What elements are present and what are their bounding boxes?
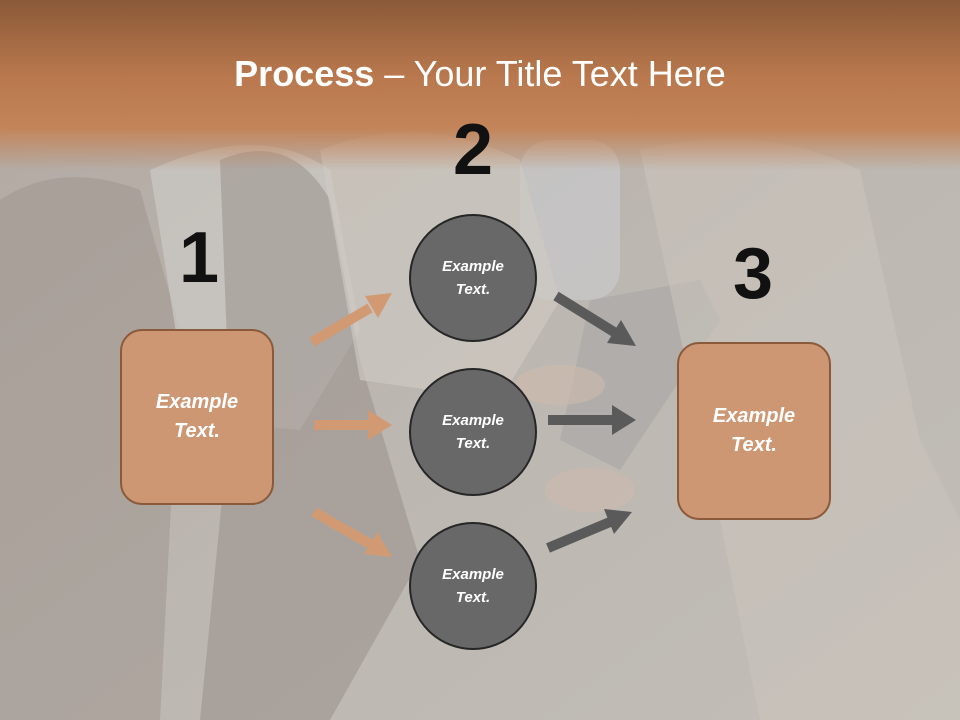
step-number-1: 1 <box>178 218 220 298</box>
slide-title: Process – Your Title Text Here <box>0 52 960 96</box>
title-band <box>0 0 960 170</box>
step-number-3: 3 <box>732 234 774 314</box>
circle-2-text: Example Text. <box>442 412 504 452</box>
circle-3-text: Example Text. <box>442 566 504 606</box>
left-box-text: Example Text. <box>155 391 239 442</box>
title-bold: Process <box>234 53 375 94</box>
circle-step-1: Example Text. <box>409 214 537 342</box>
left-process-box: Example Text. <box>120 329 274 505</box>
title-rest: – Your Title Text Here <box>374 53 726 94</box>
circle-step-3: Example Text. <box>409 522 537 650</box>
right-box-text: Example Text. <box>712 405 796 456</box>
step-number-2: 2 <box>452 110 494 190</box>
circle-1-text: Example Text. <box>442 258 504 298</box>
circle-step-2: Example Text. <box>409 368 537 496</box>
right-process-box: Example Text. <box>677 342 831 520</box>
